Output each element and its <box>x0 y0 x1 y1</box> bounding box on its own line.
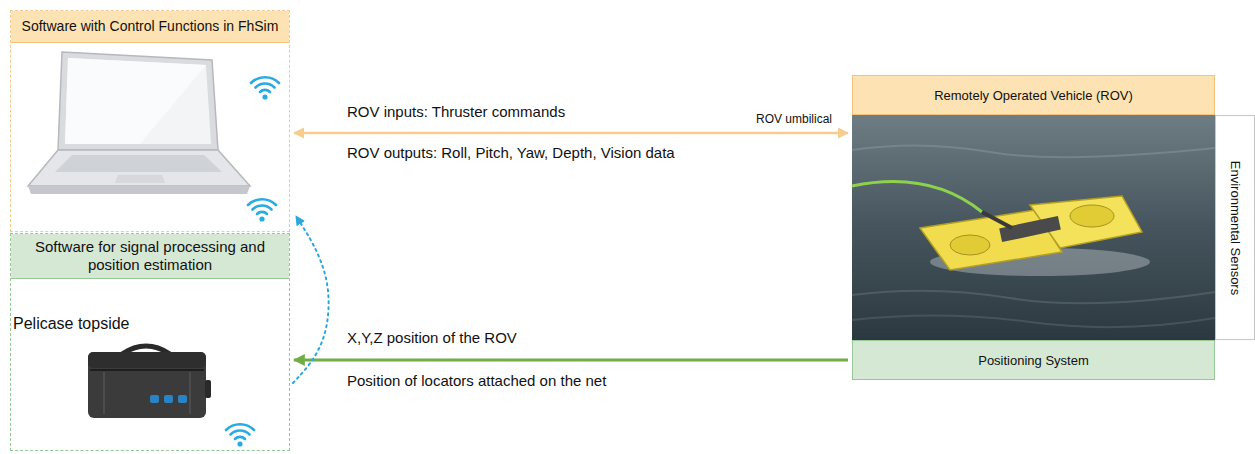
panel-heading: Remotely Operated Vehicle (ROV) <box>852 75 1215 115</box>
signal-label: ROV outputs: Roll, Pitch, Yaw, Depth, Vi… <box>345 144 677 162</box>
band-label: Environmental Sensors <box>1228 160 1243 294</box>
signal-label: Position of locators attached on the net <box>345 372 608 390</box>
wifi-icon <box>248 199 276 221</box>
wifi-icon <box>226 424 254 446</box>
wireless-link <box>293 216 329 383</box>
umbilical-arrow <box>294 132 848 135</box>
positioning-band: Positioning System <box>852 340 1215 380</box>
rov-panel: Remotely Operated Vehicle (ROV) Positioni… <box>852 75 1215 380</box>
connector-label: ROV umbilical <box>754 112 834 126</box>
device-label: Pelicase topside <box>11 315 130 333</box>
rov-photo <box>852 115 1215 340</box>
panel-heading: Software for signal processing and posit… <box>11 234 289 279</box>
panel-heading: Software with Control Functions in FhSim <box>11 11 289 43</box>
signal-label: X,Y,Z position of the ROV <box>345 329 519 347</box>
signal-label: ROV inputs: Thruster commands <box>345 103 567 121</box>
topside-panel: Software for signal processing and posit… <box>10 233 290 451</box>
sensor-band: Environmental Sensors <box>1215 115 1255 340</box>
band-label: Positioning System <box>972 351 1095 370</box>
position-arrow <box>294 359 848 362</box>
pelicase-picture <box>88 346 211 418</box>
laptop-picture <box>28 52 250 194</box>
software-panel: Software with Control Functions in FhSim <box>10 10 290 232</box>
wifi-icon <box>251 77 279 99</box>
